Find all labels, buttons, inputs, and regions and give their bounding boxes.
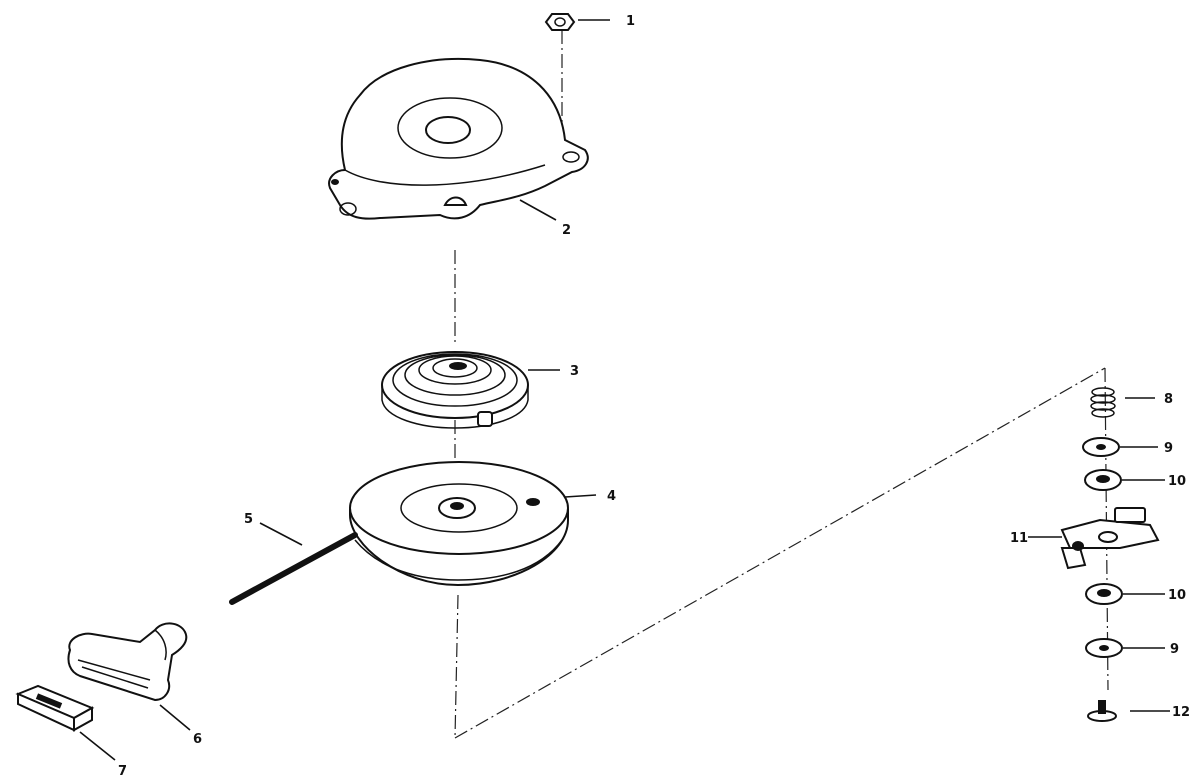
label-part-8: 8	[1164, 392, 1173, 407]
label-part-10-upper: 10	[1168, 474, 1186, 489]
leader-lines	[79, 19, 1170, 761]
part-11-pawl-bracket	[1060, 507, 1160, 570]
label-part-5: 5	[244, 512, 253, 527]
label-part-2: 2	[562, 223, 571, 238]
label-part-12: 12	[1172, 705, 1190, 720]
label-part-6: 6	[193, 732, 202, 747]
label-part-7: 7	[118, 764, 127, 779]
part-12-screw	[1087, 700, 1117, 722]
part-2-starter-housing	[328, 57, 589, 220]
label-part-9-upper: 9	[1164, 441, 1173, 456]
label-part-4: 4	[607, 489, 616, 504]
part-3-recoil-spring	[381, 351, 529, 429]
part-number-labels: 1 2 3 4 5 6 7 8 9 10 11 10 9 12	[118, 14, 1190, 779]
label-part-9-lower: 9	[1170, 642, 1179, 657]
part-8-small-spring	[1090, 387, 1116, 418]
part-10-washer-lower	[1085, 583, 1123, 605]
part-4-pulley	[349, 461, 569, 587]
part-10-washer-upper	[1084, 469, 1122, 491]
label-part-1: 1	[626, 14, 635, 29]
part-9-washer-lower	[1085, 638, 1123, 658]
part-1-hex-nut	[544, 13, 576, 31]
part-5-starter-rope	[229, 532, 358, 605]
part-9-washer-upper	[1082, 437, 1120, 457]
part-6-rope-handle	[67, 622, 188, 702]
label-part-11: 11	[1010, 531, 1028, 546]
label-part-3: 3	[570, 364, 579, 379]
label-part-10-lower: 10	[1168, 588, 1186, 603]
part-7-handle-insert	[15, 684, 95, 732]
